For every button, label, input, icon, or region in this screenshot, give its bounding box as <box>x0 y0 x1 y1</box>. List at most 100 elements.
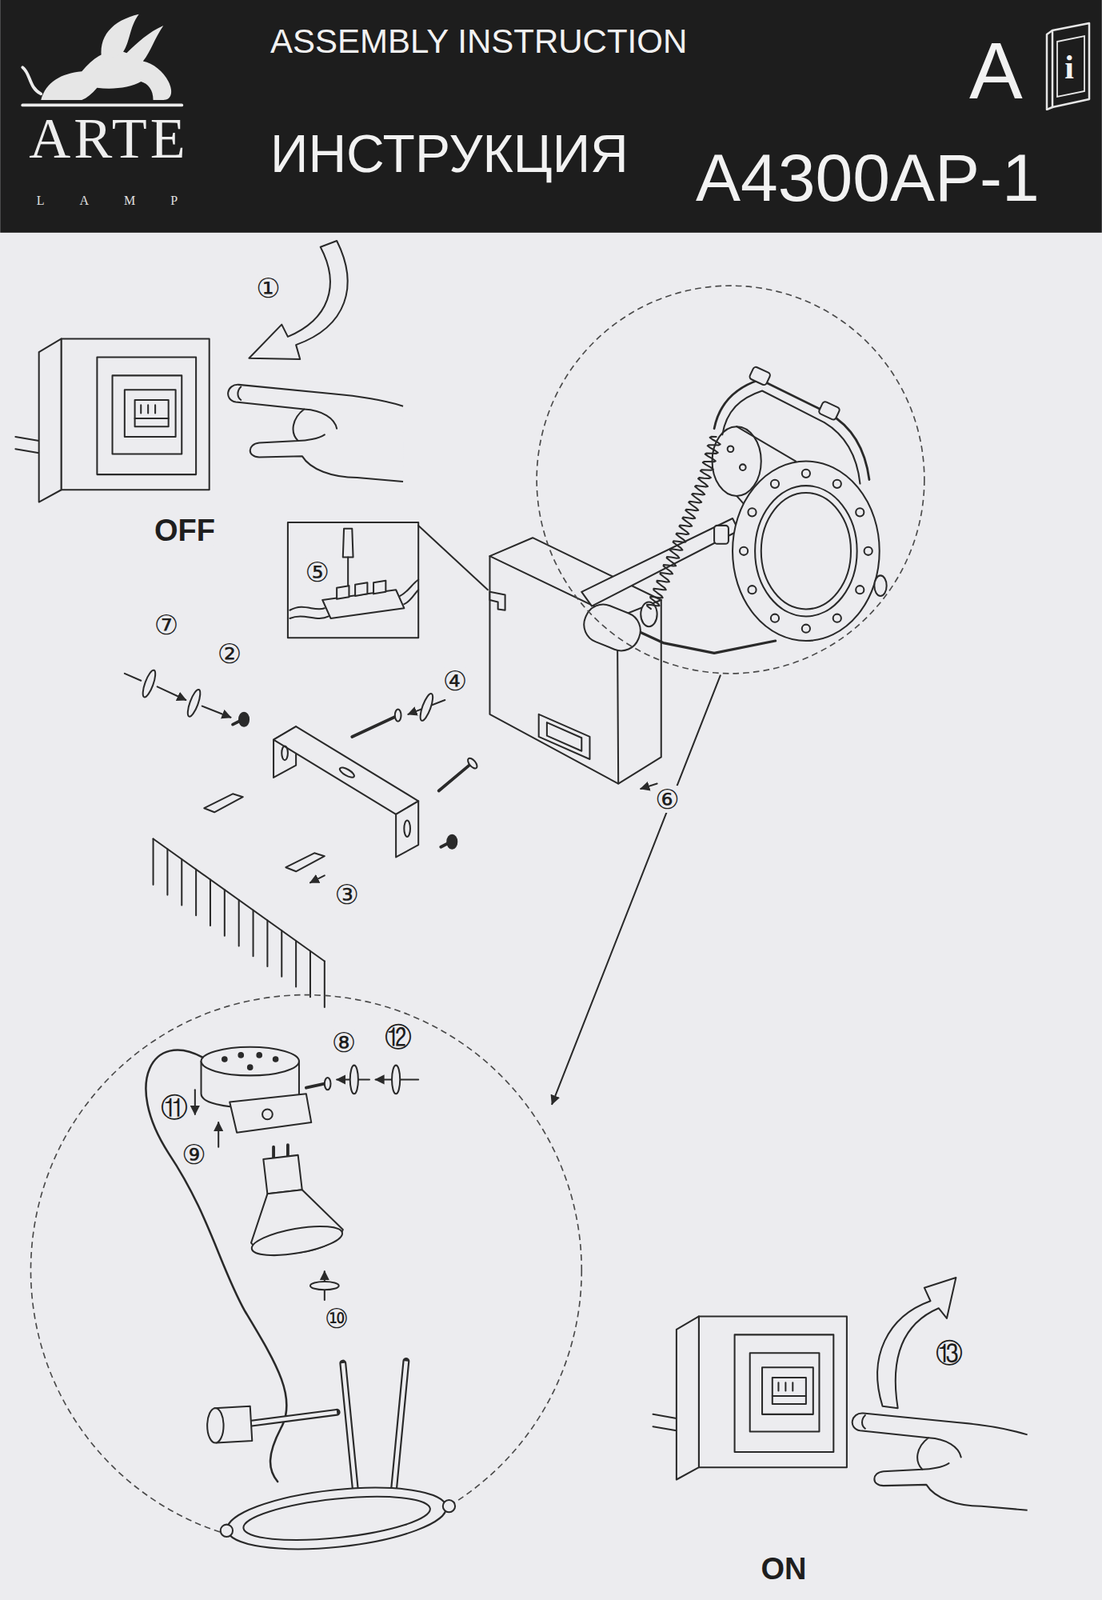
curved-arrow <box>248 240 348 360</box>
frame-ring <box>223 1477 449 1558</box>
hand-off <box>227 384 404 482</box>
side-knob <box>714 525 729 544</box>
hatch-line <box>166 848 168 895</box>
socket-hole <box>247 1064 253 1070</box>
bulb-face <box>249 1220 344 1261</box>
front-ring <box>732 461 880 641</box>
callout-number: ⑩ <box>324 1304 349 1332</box>
hatch-line <box>252 910 255 956</box>
leader-line <box>418 525 488 590</box>
ring-hole <box>802 469 811 478</box>
sheet-letter: A <box>969 30 1023 111</box>
callout-number: ⑤ <box>305 558 330 586</box>
hand-on <box>852 1413 1028 1510</box>
book-cover <box>1052 23 1090 108</box>
socket-hole <box>256 1052 262 1058</box>
bracket-hole <box>403 820 411 837</box>
callout-number: ⑨ <box>181 1140 206 1168</box>
housing-hole-inner <box>547 722 582 751</box>
lamp-socket-top <box>201 1046 300 1076</box>
wall-hatch <box>153 838 325 1007</box>
washer <box>140 668 159 699</box>
callout-number: ③ <box>335 880 360 908</box>
screwdriver-shaft <box>347 556 349 590</box>
frame-knob <box>443 1499 456 1512</box>
ring-hole <box>855 585 864 594</box>
hatch-line <box>238 899 240 946</box>
callout-number: ⑫ <box>384 1022 412 1051</box>
step-arrow <box>194 1089 196 1114</box>
document-title-russian: ИНСТРУКЦИЯ <box>270 127 629 180</box>
washer <box>350 1065 359 1095</box>
spring-coil <box>646 436 721 609</box>
washer <box>391 1065 400 1095</box>
callout-number: ⑬ <box>935 1338 963 1366</box>
clamp-hole <box>262 1108 273 1119</box>
socket-pin <box>739 463 747 471</box>
bracket-hole <box>281 745 288 760</box>
yoke-screw <box>748 366 771 387</box>
callout-number: ④ <box>443 666 468 695</box>
inset-frame <box>287 522 419 638</box>
brand-subtitle: LAMP <box>1 194 213 208</box>
front-ring-inner <box>754 485 858 616</box>
bolt-head <box>239 711 250 727</box>
spotlight <box>578 366 887 657</box>
clamp-screw <box>306 1083 325 1088</box>
hatch-line <box>323 961 326 1007</box>
socket-pin <box>727 445 735 452</box>
step-arrow <box>157 686 187 700</box>
bulb-base <box>263 1154 302 1194</box>
step-arrow <box>202 706 232 718</box>
callout-number: ⑥ <box>654 785 679 813</box>
hatch-line <box>280 930 283 976</box>
wires <box>289 578 419 618</box>
bracket-flange <box>395 800 419 857</box>
ring-hole <box>770 479 779 488</box>
ring-hole <box>747 507 756 516</box>
screw-head <box>395 708 402 721</box>
arm-rod <box>581 518 739 607</box>
step-arrow <box>310 874 325 883</box>
screw-head <box>466 756 480 771</box>
ring-hole <box>833 479 842 488</box>
ring-hole <box>864 547 873 555</box>
callout-number: ① <box>255 274 280 302</box>
housing-hole <box>539 714 591 759</box>
housing-notch <box>489 591 505 611</box>
info-book-icon: i <box>1044 20 1096 111</box>
terminal-screws <box>336 580 386 599</box>
socket-hole <box>272 1056 278 1062</box>
washer <box>185 687 204 718</box>
hatch-line <box>180 858 183 905</box>
socket-clamp <box>229 1093 312 1132</box>
info-letter: i <box>1064 50 1075 84</box>
bolt-head <box>447 834 458 849</box>
hatch-line <box>195 869 197 915</box>
housing-edges <box>489 555 661 783</box>
logo-base <box>22 103 182 107</box>
switch-state: OFF <box>154 515 216 546</box>
ring-hole <box>855 507 864 516</box>
document-title: ASSEMBLY INSTRUCTION <box>270 24 687 59</box>
ring-hole <box>770 614 779 623</box>
book-spine <box>1046 30 1053 110</box>
hatch-line <box>223 889 226 935</box>
ring-holes <box>739 469 873 633</box>
lion-wing <box>101 14 140 62</box>
hatch-line <box>309 950 312 997</box>
switch-state: ON <box>760 1553 807 1584</box>
yoke-screw <box>818 400 841 421</box>
long-screw <box>351 715 396 737</box>
model-number: A4300AP-1 <box>695 143 1040 212</box>
ring-hole <box>802 624 811 633</box>
wall-switch-on <box>653 1315 847 1479</box>
bracket-plate <box>273 726 419 815</box>
detail-circle <box>536 285 925 674</box>
book-frame <box>1057 35 1085 97</box>
screwdriver-handle <box>343 528 354 558</box>
hatch-line <box>209 878 212 925</box>
detail-circle <box>30 994 582 1546</box>
callout-number: ⑪ <box>160 1093 188 1121</box>
